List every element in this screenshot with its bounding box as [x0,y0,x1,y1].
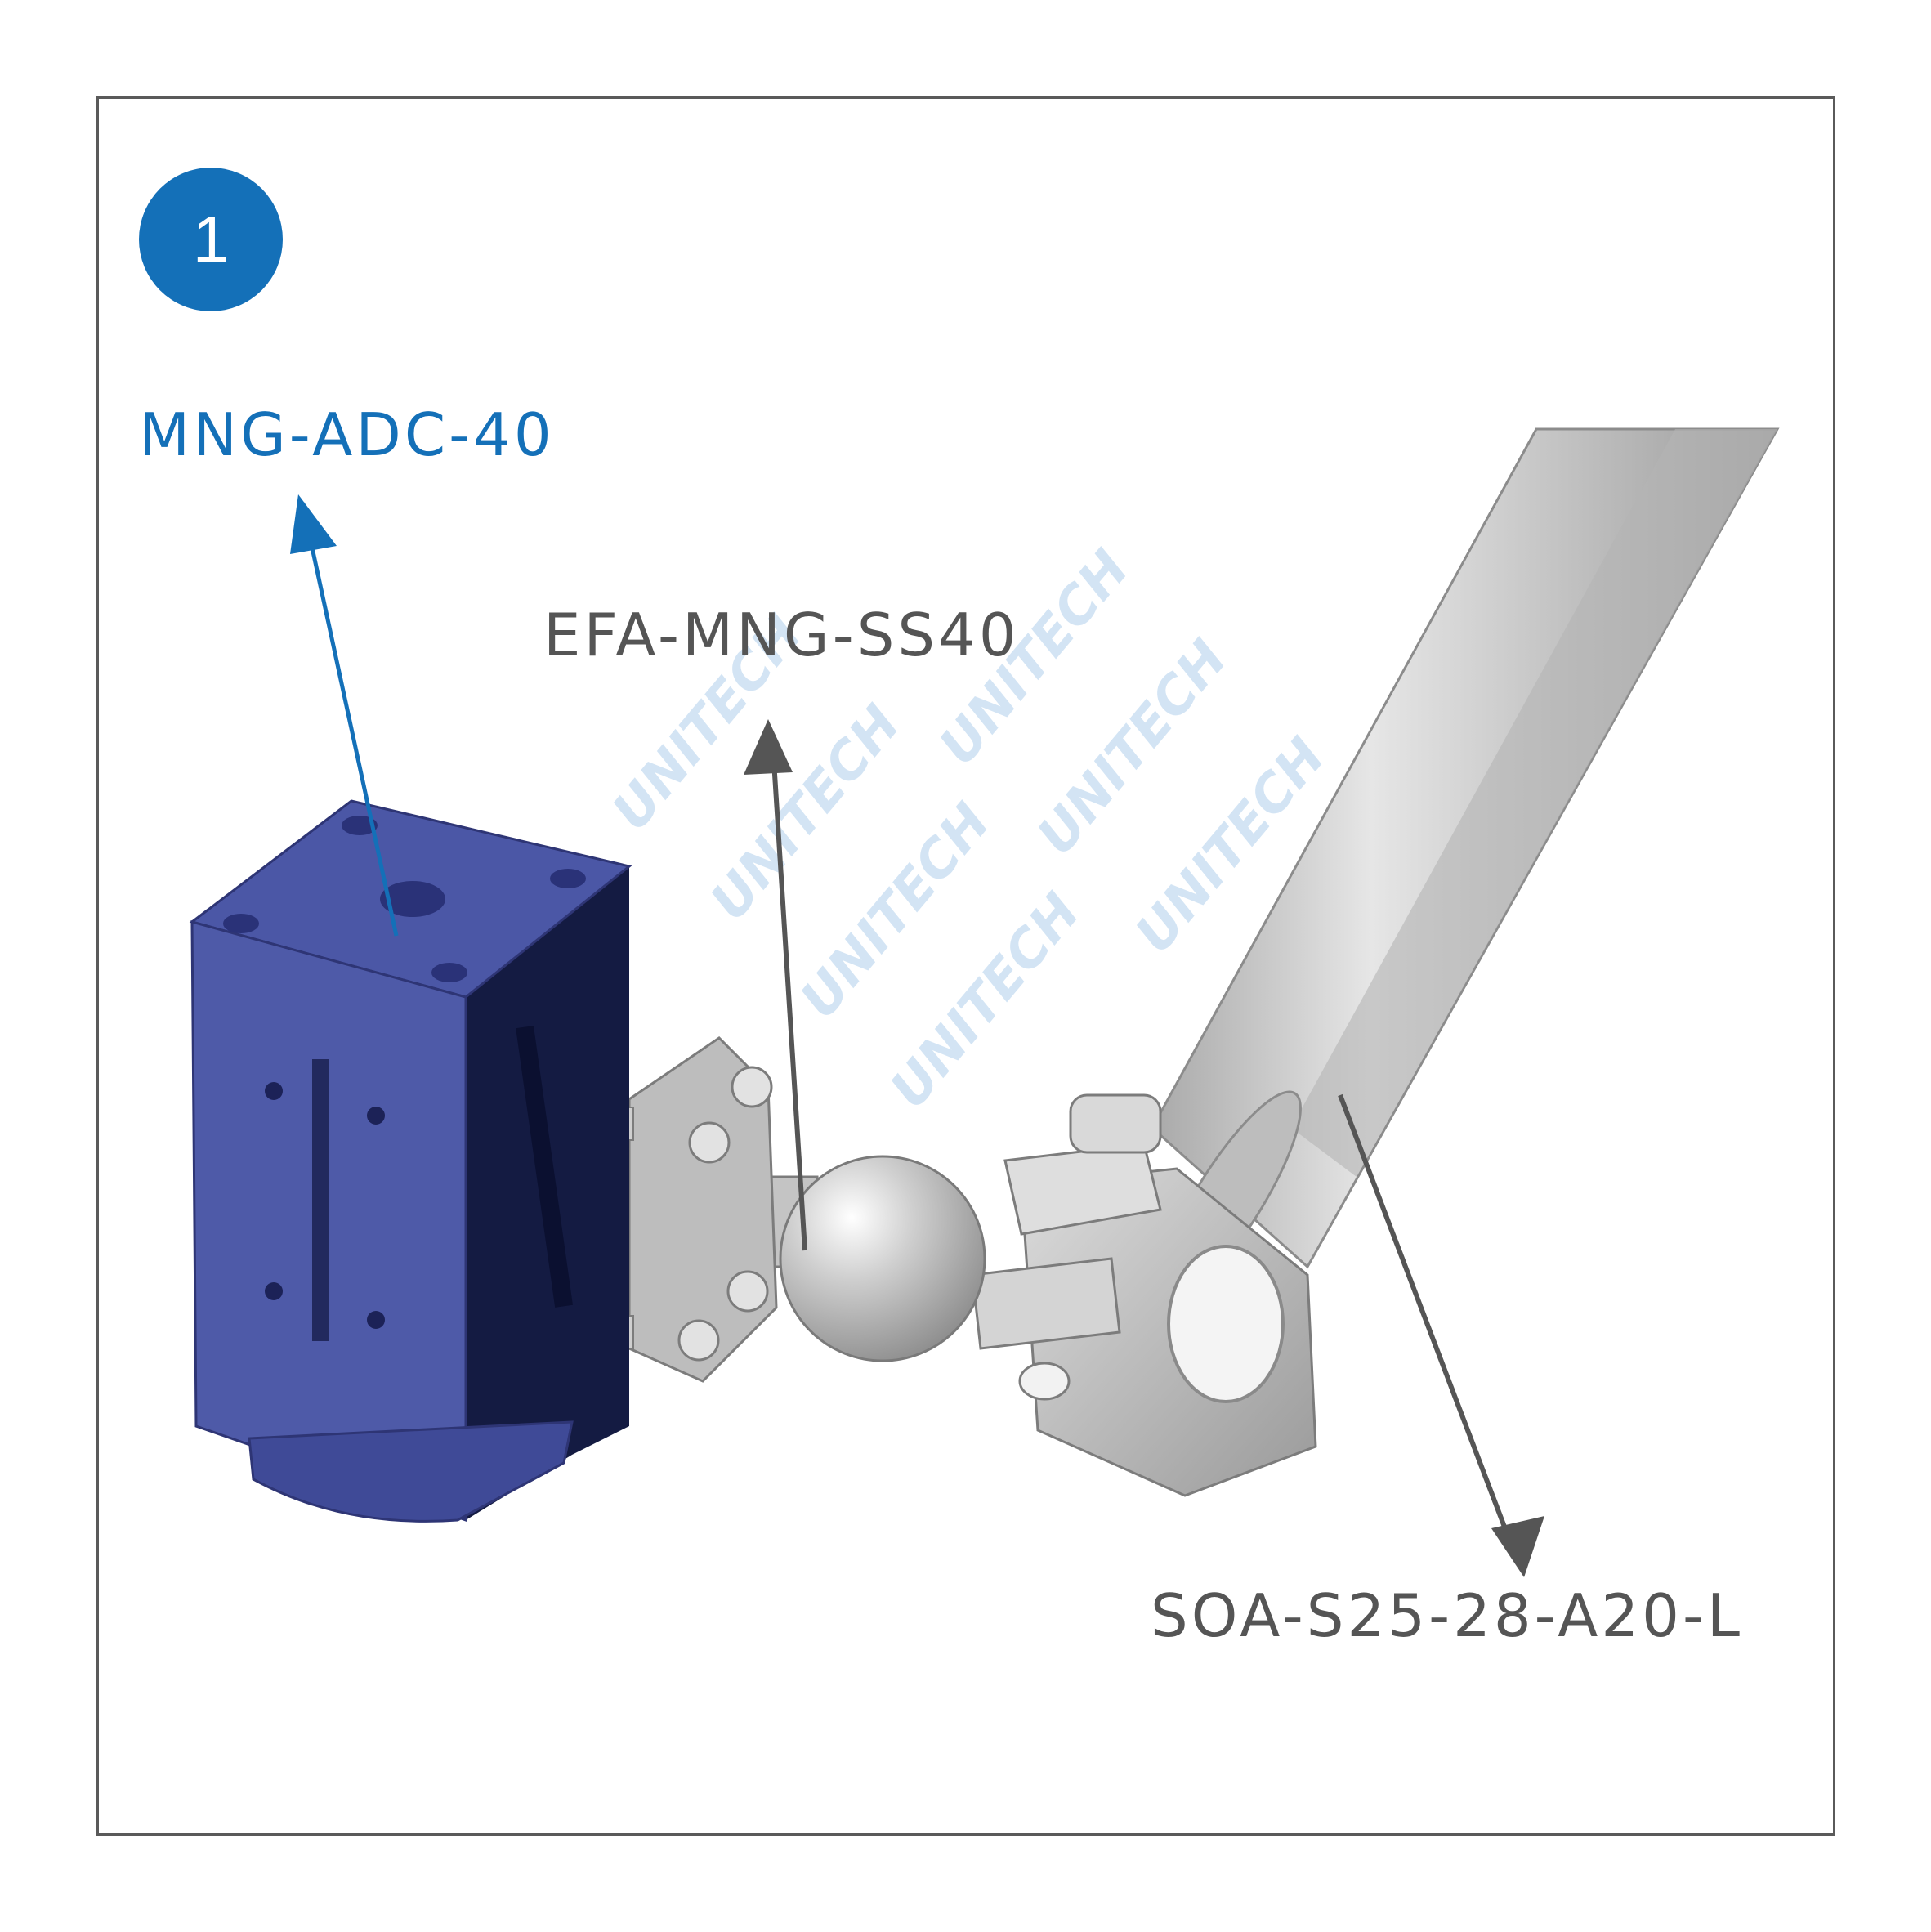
arm-part-label: SOA-S25-28-A20-L [1151,1581,1744,1650]
adapter-part-label: EFA-MNG-SS40 [543,601,1020,669]
gripper-body [189,799,632,1523]
gripper-part-label: MNG-ADC-40 [139,400,555,469]
step-number: 1 [192,203,230,275]
swivel-clamp [971,1093,1317,1497]
gripper-arrowhead [290,494,337,554]
adapter-flange [608,1036,778,1383]
figure-frame [96,96,1835,1836]
arm-leader-arrow [1338,1093,1518,1559]
step-badge: 1 [139,168,283,311]
adapter-leader-arrow [770,735,807,1251]
adapter-arrowhead [744,719,793,775]
gripper-leader-arrow [300,502,399,937]
arm-arrowhead [1491,1516,1544,1577]
